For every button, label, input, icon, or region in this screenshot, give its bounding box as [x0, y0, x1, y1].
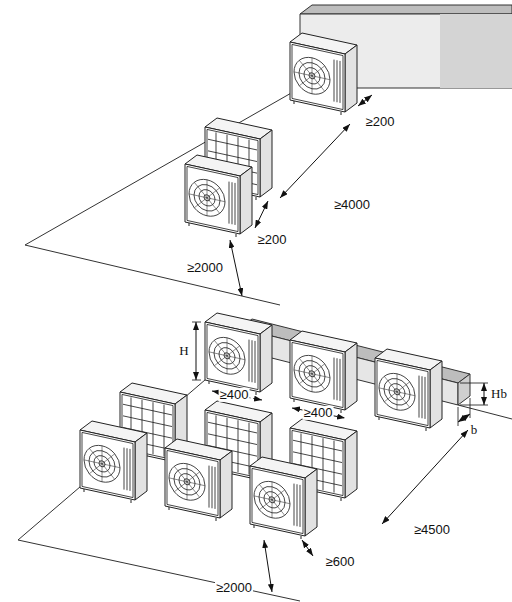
outdoor-unit — [80, 421, 147, 503]
outdoor-unit — [205, 313, 272, 395]
dimension-label: ≥4000 — [333, 198, 371, 212]
dimension-label: ≥200 — [365, 115, 396, 129]
dimension-label: Hb — [490, 387, 508, 401]
dimension-label: ≥200 — [257, 233, 288, 247]
outdoor-unit — [375, 349, 442, 431]
outdoor-unit — [290, 331, 357, 413]
dimension-label: ≥2000 — [215, 581, 253, 595]
outdoor-unit — [185, 155, 252, 237]
top-floor — [25, 88, 300, 305]
dimension-label: ≥400 — [303, 406, 334, 420]
dimension-label: H — [178, 344, 189, 358]
dimension-label: ≥2000 — [186, 261, 224, 275]
outdoor-units — [80, 33, 442, 539]
outdoor-unit — [165, 439, 232, 521]
dimension-lines — [192, 95, 488, 592]
dimension-label: ≥600 — [325, 555, 356, 569]
dimension-label: ≥400 — [219, 388, 250, 402]
dimension-label: ≥4500 — [413, 523, 451, 537]
outdoor-unit — [250, 457, 317, 539]
dimension-label: b — [470, 423, 479, 437]
outdoor-unit — [290, 33, 357, 115]
